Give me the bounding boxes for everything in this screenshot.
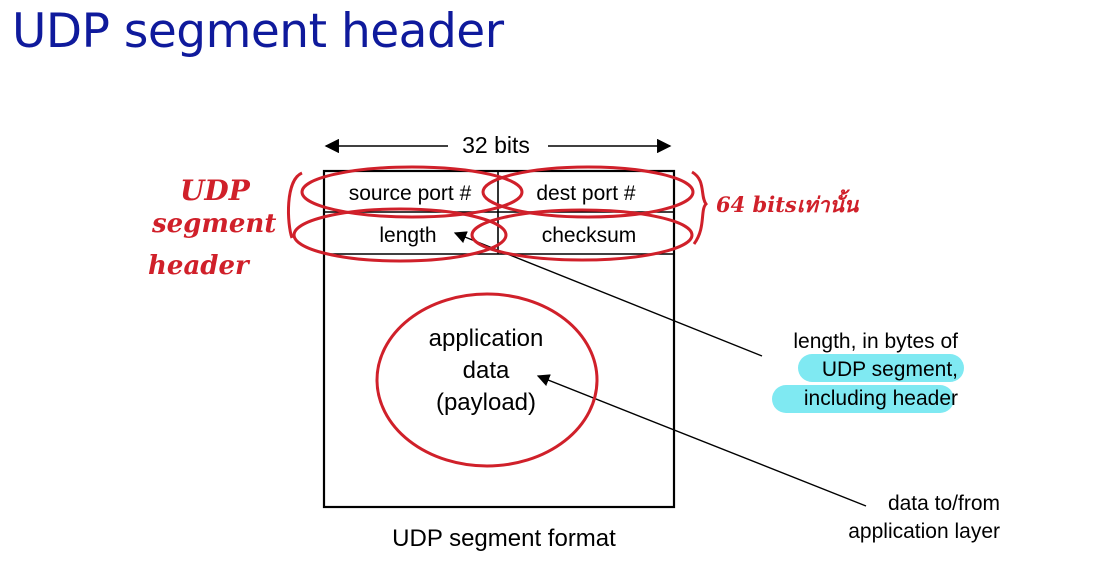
right-brace (691, 170, 708, 245)
field-dest-port: dest port # (536, 182, 636, 205)
segment-box (322, 169, 676, 509)
ellipse-length (292, 207, 508, 263)
handwritten-header-line-3: header (148, 251, 251, 281)
data-note-line-2: application layer (848, 520, 1000, 543)
highlight-udp-segment (798, 354, 964, 382)
data-pointer-arrow (536, 374, 867, 507)
ellipse-checksum (470, 208, 694, 262)
handwritten-bits-note: 64 bitsเท่านั้น (716, 189, 860, 217)
left-bracket (287, 171, 303, 239)
slide-title: UDP segment header (12, 4, 504, 59)
data-note-line-1: data to/from (888, 492, 1000, 515)
length-note-line-2: UDP segment, (822, 358, 958, 381)
field-source-port: source port # (349, 182, 472, 205)
field-checksum: checksum (542, 224, 637, 247)
ellipse-payload (375, 292, 599, 468)
segment-format-caption: UDP segment format (392, 525, 616, 552)
highlight-including-header (772, 385, 954, 413)
length-note-line-1: length, in bytes of (793, 330, 958, 353)
handwritten-header-line-2: segment (151, 209, 276, 239)
payload-line-1: application (429, 325, 544, 352)
annotation-ellipses (292, 165, 695, 468)
handwritten-header-line-1: UDP (180, 174, 251, 207)
payload-line-2: data (463, 357, 510, 384)
length-note-line-3: including header (804, 387, 958, 410)
ellipse-source-port (300, 165, 524, 219)
field-length: length (379, 224, 436, 247)
payload-line-3: (payload) (436, 389, 536, 416)
bits-label: 32 bits (462, 132, 530, 158)
ellipse-dest-port (481, 165, 695, 219)
